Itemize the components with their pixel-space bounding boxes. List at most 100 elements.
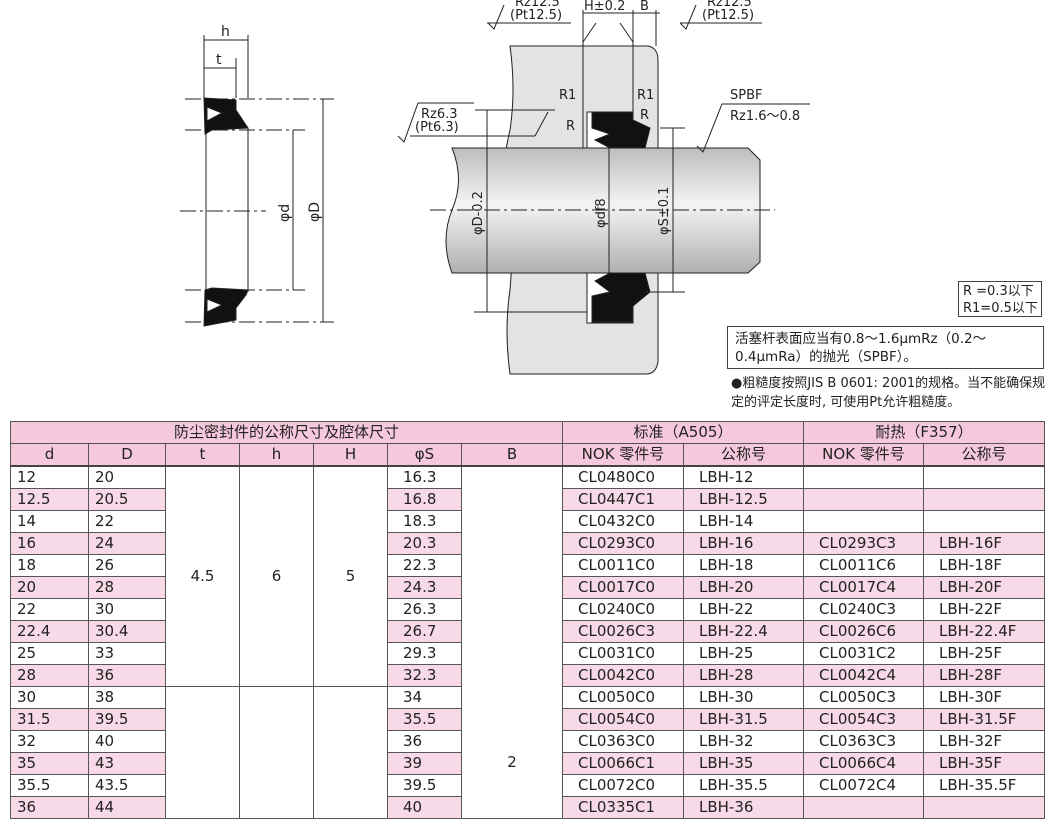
col-H: H bbox=[313, 443, 388, 467]
cell-S: 26.3 bbox=[387, 598, 462, 621]
cell-h bbox=[239, 686, 314, 819]
cell-S: 24.3 bbox=[387, 576, 462, 599]
label-phi-d: φd bbox=[277, 204, 293, 222]
col-nominal-standard: 公称号 bbox=[683, 443, 804, 467]
label-phi-df8: φdf8 bbox=[594, 198, 609, 228]
cell-nominal-heat: LBH-22F bbox=[923, 598, 1045, 621]
cell-nominal-heat: LBH-32F bbox=[923, 730, 1045, 753]
cell-nok-heat: CL0363C3 bbox=[803, 730, 924, 753]
cell-nominal-heat: LBH-35F bbox=[923, 752, 1045, 775]
cell-nok-heat bbox=[803, 488, 924, 511]
cell-nominal-heat bbox=[923, 796, 1045, 819]
cell-nok-heat: CL0072C4 bbox=[803, 774, 924, 797]
cell-D: 22 bbox=[88, 510, 166, 533]
col-B: B bbox=[461, 443, 563, 467]
cell-nominal-standard: LBH-35.5 bbox=[683, 774, 804, 797]
col-D: D bbox=[88, 443, 166, 467]
label-spbf: SPBF bbox=[730, 88, 763, 103]
cell-nok-standard: CL0066C1 bbox=[562, 752, 684, 775]
label-R1-right: R1 bbox=[637, 88, 654, 103]
cell-nominal-standard: LBH-14 bbox=[683, 510, 804, 533]
cell-nok-standard: CL0042C0 bbox=[562, 664, 684, 687]
radius-R1: R1=0.5以下 bbox=[963, 301, 1038, 316]
col-t: t bbox=[165, 443, 240, 467]
cell-d: 35 bbox=[10, 752, 89, 775]
cell-S: 40 bbox=[387, 796, 462, 819]
roughness-bore-pt: (Pt6.3) bbox=[415, 120, 459, 135]
cell-nominal-heat: LBH-16F bbox=[923, 532, 1045, 555]
cell-d: 22 bbox=[10, 598, 89, 621]
col-S: φS bbox=[387, 443, 462, 467]
cell-nok-standard: CL0054C0 bbox=[562, 708, 684, 731]
label-B: B bbox=[640, 0, 649, 14]
cell-t bbox=[165, 686, 240, 819]
label-R-right: R bbox=[640, 108, 649, 123]
cell-S: 34 bbox=[387, 686, 462, 709]
cell-nok-heat: CL0293C3 bbox=[803, 532, 924, 555]
cell-S: 35.5 bbox=[387, 708, 462, 731]
rod-finish-note: 活塞杆表面应当有0.8～1.6μmRz（0.2～0.4μmRa）的抛光（SPBF… bbox=[727, 326, 1044, 369]
col-nominal-heat: 公称号 bbox=[923, 443, 1045, 467]
col-d: d bbox=[10, 443, 89, 467]
cell-nominal-heat bbox=[923, 510, 1045, 533]
cell-D: 24 bbox=[88, 532, 166, 555]
roughness-top-right-pt: (Pt12.5) bbox=[702, 8, 754, 23]
cell-D: 28 bbox=[88, 576, 166, 599]
cell-S: 26.7 bbox=[387, 620, 462, 643]
cell-nominal-standard: LBH-22.4 bbox=[683, 620, 804, 643]
cell-d: 35.5 bbox=[10, 774, 89, 797]
cell-S: 36 bbox=[387, 730, 462, 753]
cell-nok-heat bbox=[803, 510, 924, 533]
cell-nominal-standard: LBH-30 bbox=[683, 686, 804, 709]
label-h: h bbox=[221, 24, 230, 40]
cell-d: 25 bbox=[10, 642, 89, 665]
seal-section-drawing bbox=[180, 35, 334, 327]
cell-d: 22.4 bbox=[10, 620, 89, 643]
cell-nok-standard: CL0072C0 bbox=[562, 774, 684, 797]
cell-nominal-heat: LBH-30F bbox=[923, 686, 1045, 709]
roughness-rod: Rz1.6～0.8 bbox=[730, 109, 800, 124]
cell-nok-standard: CL0026C3 bbox=[562, 620, 684, 643]
cell-S: 39 bbox=[387, 752, 462, 775]
cell-d: 20 bbox=[10, 576, 89, 599]
cell-d: 28 bbox=[10, 664, 89, 687]
cell-nok-heat: CL0240C3 bbox=[803, 598, 924, 621]
cell-d: 32 bbox=[10, 730, 89, 753]
cell-H: 5 bbox=[313, 465, 388, 687]
cell-d: 12.5 bbox=[10, 488, 89, 511]
cell-nominal-standard: LBH-28 bbox=[683, 664, 804, 687]
cell-nok-heat: CL0011C6 bbox=[803, 554, 924, 577]
cell-S: 22.3 bbox=[387, 554, 462, 577]
cell-nok-heat: CL0017C4 bbox=[803, 576, 924, 599]
header-standard: 标准（A505） bbox=[562, 421, 804, 444]
cell-nominal-heat: LBH-18F bbox=[923, 554, 1045, 577]
cell-d: 36 bbox=[10, 796, 89, 819]
cell-d: 18 bbox=[10, 554, 89, 577]
roughness-top-left: Rz12.5 bbox=[515, 0, 560, 10]
cell-D: 30.4 bbox=[88, 620, 166, 643]
cell-nominal-standard: LBH-25 bbox=[683, 642, 804, 665]
cell-nok-standard: CL0031C0 bbox=[562, 642, 684, 665]
cell-nominal-heat: LBH-35.5F bbox=[923, 774, 1045, 797]
label-R1-left: R1 bbox=[559, 88, 576, 103]
cell-nok-standard: CL0432C0 bbox=[562, 510, 684, 533]
cell-nominal-standard: LBH-16 bbox=[683, 532, 804, 555]
cell-D: 40 bbox=[88, 730, 166, 753]
cell-B: 2 bbox=[461, 465, 563, 819]
col-h: h bbox=[239, 443, 314, 467]
cell-nok-standard: CL0017C0 bbox=[562, 576, 684, 599]
roughness-bore: Rz6.3 bbox=[421, 107, 458, 122]
cell-nok-standard: CL0363C0 bbox=[562, 730, 684, 753]
cell-S: 39.5 bbox=[387, 774, 462, 797]
cell-S: 16.3 bbox=[387, 465, 462, 489]
installation-drawing bbox=[397, 4, 810, 375]
cell-nok-standard: CL0240C0 bbox=[562, 598, 684, 621]
cell-nok-standard: CL0050C0 bbox=[562, 686, 684, 709]
